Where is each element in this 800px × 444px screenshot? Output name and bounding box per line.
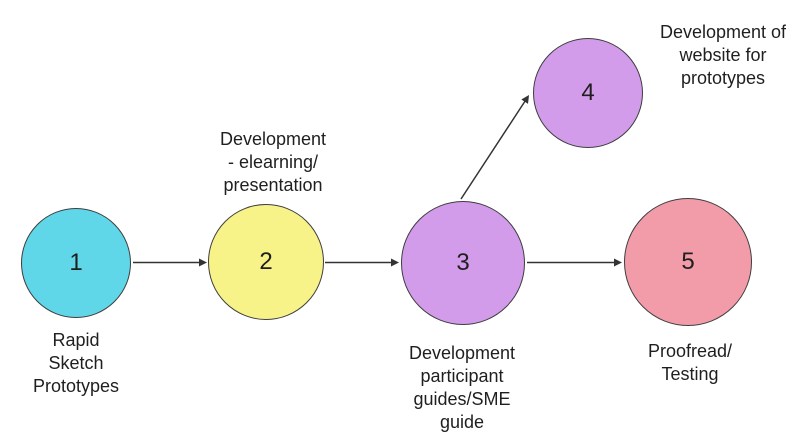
node-1-number: 1 bbox=[69, 249, 83, 276]
node-circle-3: 3 bbox=[401, 201, 525, 325]
edge-3-4 bbox=[460, 95, 530, 200]
node-1-label: Rapid Sketch Prototypes bbox=[32, 330, 120, 396]
node-4-label: Development of website for prototypes bbox=[659, 22, 787, 88]
node-3-number: 3 bbox=[456, 249, 470, 276]
node-2-number: 2 bbox=[259, 248, 273, 275]
node-2-label: Development - elearning/ presentation bbox=[219, 129, 327, 195]
node-circle-2: 2 bbox=[208, 204, 324, 320]
node-circle-1: 1 bbox=[21, 208, 131, 318]
node-circle-5: 5 bbox=[624, 198, 752, 326]
node-4-number: 4 bbox=[581, 79, 595, 106]
node-circle-4: 4 bbox=[533, 38, 643, 148]
node-5-label: Proofread/ Testing bbox=[647, 341, 733, 384]
node-5-number: 5 bbox=[681, 248, 695, 275]
node-3-label: Development participant guides/SME guide bbox=[408, 343, 516, 432]
